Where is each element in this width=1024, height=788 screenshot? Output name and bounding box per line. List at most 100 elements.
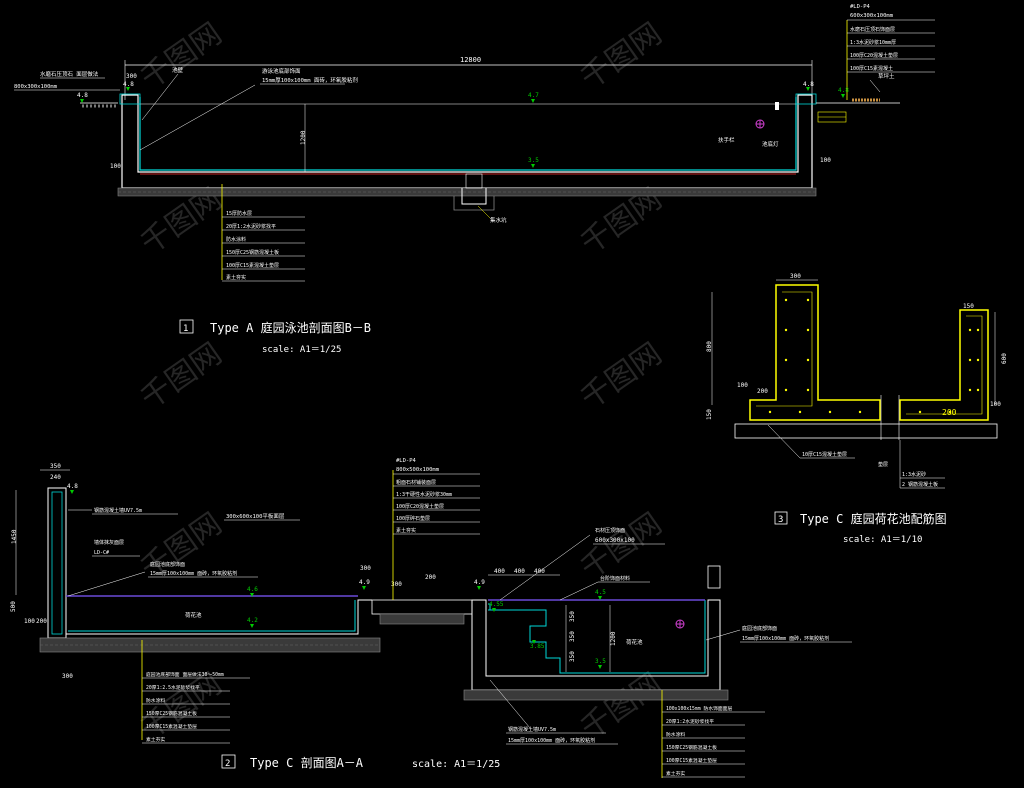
c-right-coping-size: 600x300x100	[595, 537, 635, 544]
c-ld-p4: #LD-P4	[396, 458, 417, 464]
tile-note: 游泳池底部饰面	[262, 67, 301, 75]
coping-right	[795, 93, 817, 105]
c-dim-400b: 400	[514, 568, 525, 575]
title-num: 1	[183, 324, 188, 334]
rebar-dim-300: 300	[790, 273, 801, 280]
svg-text:4.8: 4.8	[838, 87, 849, 94]
c-mid-note-2: 1:3干硬性水泥砂浆30mm	[396, 491, 452, 498]
c-bl-layer-5: 100厚C15素混凝土垫层	[146, 723, 197, 730]
base-layer-2: 20厚1:2水泥砂浆找平	[226, 223, 276, 230]
right-note-1: 水磨石压顶石饰面层	[850, 26, 895, 33]
c-pond-left: 荷花池	[185, 611, 202, 619]
rebar-dim-200a: 200	[757, 388, 768, 395]
c-dim-350b: 350	[569, 631, 576, 642]
c-bl-layer-6: 素土夯实	[146, 736, 165, 743]
right-grass: 草坪土	[878, 72, 895, 80]
base-100: 100	[110, 163, 121, 170]
c-dim-350c: 350	[569, 651, 576, 662]
pool-base-slab	[117, 187, 817, 197]
section-a-title: Type A 庭园泳池剖面图B－B	[210, 320, 371, 335]
c-dim-350a: 350	[569, 611, 576, 622]
wall-note: 池壁	[172, 66, 184, 74]
c-pond-right: 荷花池	[626, 638, 643, 646]
c-mid-note-5: 素土夯实	[396, 527, 416, 534]
rebar-dim-150a: 150	[706, 409, 713, 420]
c-br-layer-5: 100厚C15素混凝土垫层	[666, 757, 717, 764]
c-right-coping: 石材压顶饰面	[595, 527, 625, 534]
c-title-num: 2	[225, 759, 230, 769]
c-br-layer-2: 20厚1:2水泥砂浆找平	[666, 718, 714, 725]
rebar-title: Type C 庭园荷花池配筋图	[800, 511, 947, 526]
rebar-wall-left	[749, 284, 881, 421]
rebar-dim-150b: 150	[963, 303, 974, 310]
c-dim-200: 200	[36, 618, 47, 625]
c-level-right-water: 4.5	[595, 589, 606, 596]
c-bottom-mid-note: 钢筋混凝土墙UV7.5m	[508, 726, 556, 733]
level-top: 4.8	[77, 92, 88, 99]
tile-note2: 15mm厚100x100mm 面砖，环氧胶粘剂	[262, 76, 358, 84]
level-bottom: 3.5	[528, 157, 539, 164]
c-level-right: 4.9	[474, 579, 485, 586]
c-lining-note: 庭园池底部饰面	[150, 561, 185, 568]
rebar-note-mid: 垫层	[878, 461, 888, 468]
c-right-lining2: 15mm厚100x100mm 面砖，环氧胶粘剂	[742, 635, 829, 642]
c-wall-note: 钢筋混凝土墙UV7.5m	[94, 507, 142, 514]
ladder-label: 扶手栏	[718, 136, 735, 144]
base-layer-4: 150厚C25钢筋混凝土板	[226, 249, 279, 256]
rebar-dim-800: 800	[706, 341, 713, 352]
c-level-water: 4.6	[247, 586, 258, 593]
rebar-note-left: 10厚C15混凝土垫层	[802, 451, 847, 458]
base-layer-5: 100厚C15素混凝土垫层	[226, 262, 279, 269]
c-pool-lining	[68, 600, 356, 632]
c-lining-note2: 15mm厚100x100mm 面砖，环氧胶粘剂	[150, 570, 237, 577]
c-level-left-top: 4.8	[67, 483, 78, 490]
svg-text:4.8: 4.8	[123, 81, 134, 88]
c-mid-note-4: 100厚碎石垫层	[396, 515, 430, 522]
width-300: 300	[126, 73, 137, 80]
c-dim-1450: 1450	[11, 529, 18, 544]
c-br-layer-1: 100x100x15mm 防水饰面面层	[666, 705, 733, 712]
rebar-dim-100a: 100	[737, 382, 748, 389]
right-note-3: 100厚C20混凝土垫层	[850, 52, 898, 59]
section-c-title: Type C 剖面图A－A	[250, 756, 364, 770]
level-right: 4.8	[803, 81, 814, 88]
length-dim: 12800	[460, 56, 481, 64]
section-rebar: 300 800 150 100 200 150 600 200 100 10厚C…	[706, 273, 1008, 545]
coping-left-size: 800x300x100mm	[14, 84, 58, 90]
light-label: 池底灯	[762, 140, 779, 148]
c-dim-1200: 1200	[610, 631, 617, 646]
rebar-dim-600: 600	[1001, 353, 1008, 364]
section-a-scale: scale: A1＝1/25	[262, 345, 341, 355]
right-note-2: 1:3水泥砂浆10mm厚	[850, 39, 896, 46]
c-coping-note: 300x600x100平板面层	[226, 512, 285, 520]
base-layer-6: 素土夯实	[226, 274, 246, 281]
c-dim-100: 100	[24, 618, 35, 625]
sump-label: 集水坑	[490, 216, 507, 224]
c-br-layer-4: 150厚C25钢筋混凝土板	[666, 744, 717, 751]
c-ld-p4-size: 800x500x100mm	[396, 467, 440, 473]
title-num-box	[179, 319, 194, 334]
c-dim-400a: 400	[494, 568, 505, 575]
c-right-lining: 庭园池底部饰面	[742, 625, 777, 632]
svg-text:100: 100	[820, 157, 831, 164]
c-dim-300-bottom: 300	[62, 673, 73, 680]
c-wall-label: LD-C#	[94, 550, 109, 556]
c-level-right-bottom: 3.5	[595, 658, 606, 665]
c-level-step: 4.55	[489, 601, 504, 608]
rebar-title-num: 3	[778, 515, 783, 525]
c-step-note: 台阶饰面材料	[600, 575, 630, 582]
c-br-layer-6: 素土夯实	[666, 770, 685, 777]
rebar-dim-100b: 100	[990, 401, 1001, 408]
rebar-dots	[768, 298, 980, 414]
rebar-note-right1: 1:3水泥砂	[902, 471, 926, 478]
coping-left	[119, 93, 141, 105]
level-water: 4.7	[528, 92, 539, 99]
c-bl-layer-1: 庭园池底部饰面 面层做法30～50mm	[146, 671, 224, 678]
rebar-scale: scale: A1＝1/10	[843, 535, 922, 545]
c-wall-note2: 墙体抹灰面层	[94, 539, 124, 546]
pool-lining	[139, 97, 797, 171]
level-marker	[80, 99, 84, 103]
sump	[461, 188, 487, 205]
